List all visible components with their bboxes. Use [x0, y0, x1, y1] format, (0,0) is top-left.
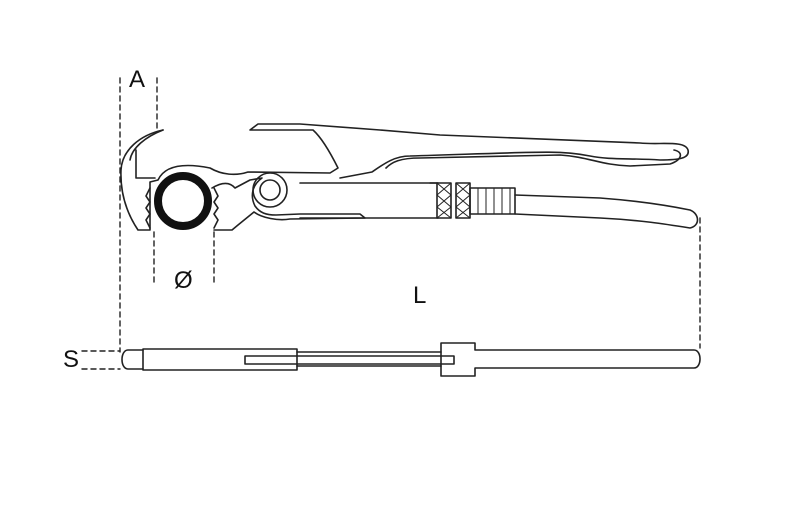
dimension-lines: [81, 77, 701, 370]
dimension-label-a: A: [129, 66, 146, 93]
lower-jaw: [145, 177, 366, 231]
upper-jaw-handle: [120, 123, 689, 231]
dimension-label-s: S: [63, 346, 80, 373]
dimension-label-diameter: Ø: [174, 267, 193, 294]
lower-handle: [299, 182, 699, 229]
knurled-adjusting-nut: [436, 182, 516, 219]
dimension-label-l: L: [413, 282, 427, 309]
pipe-ring: [154, 172, 212, 230]
top-view: [121, 342, 701, 377]
pivot-bolt: [252, 172, 288, 208]
